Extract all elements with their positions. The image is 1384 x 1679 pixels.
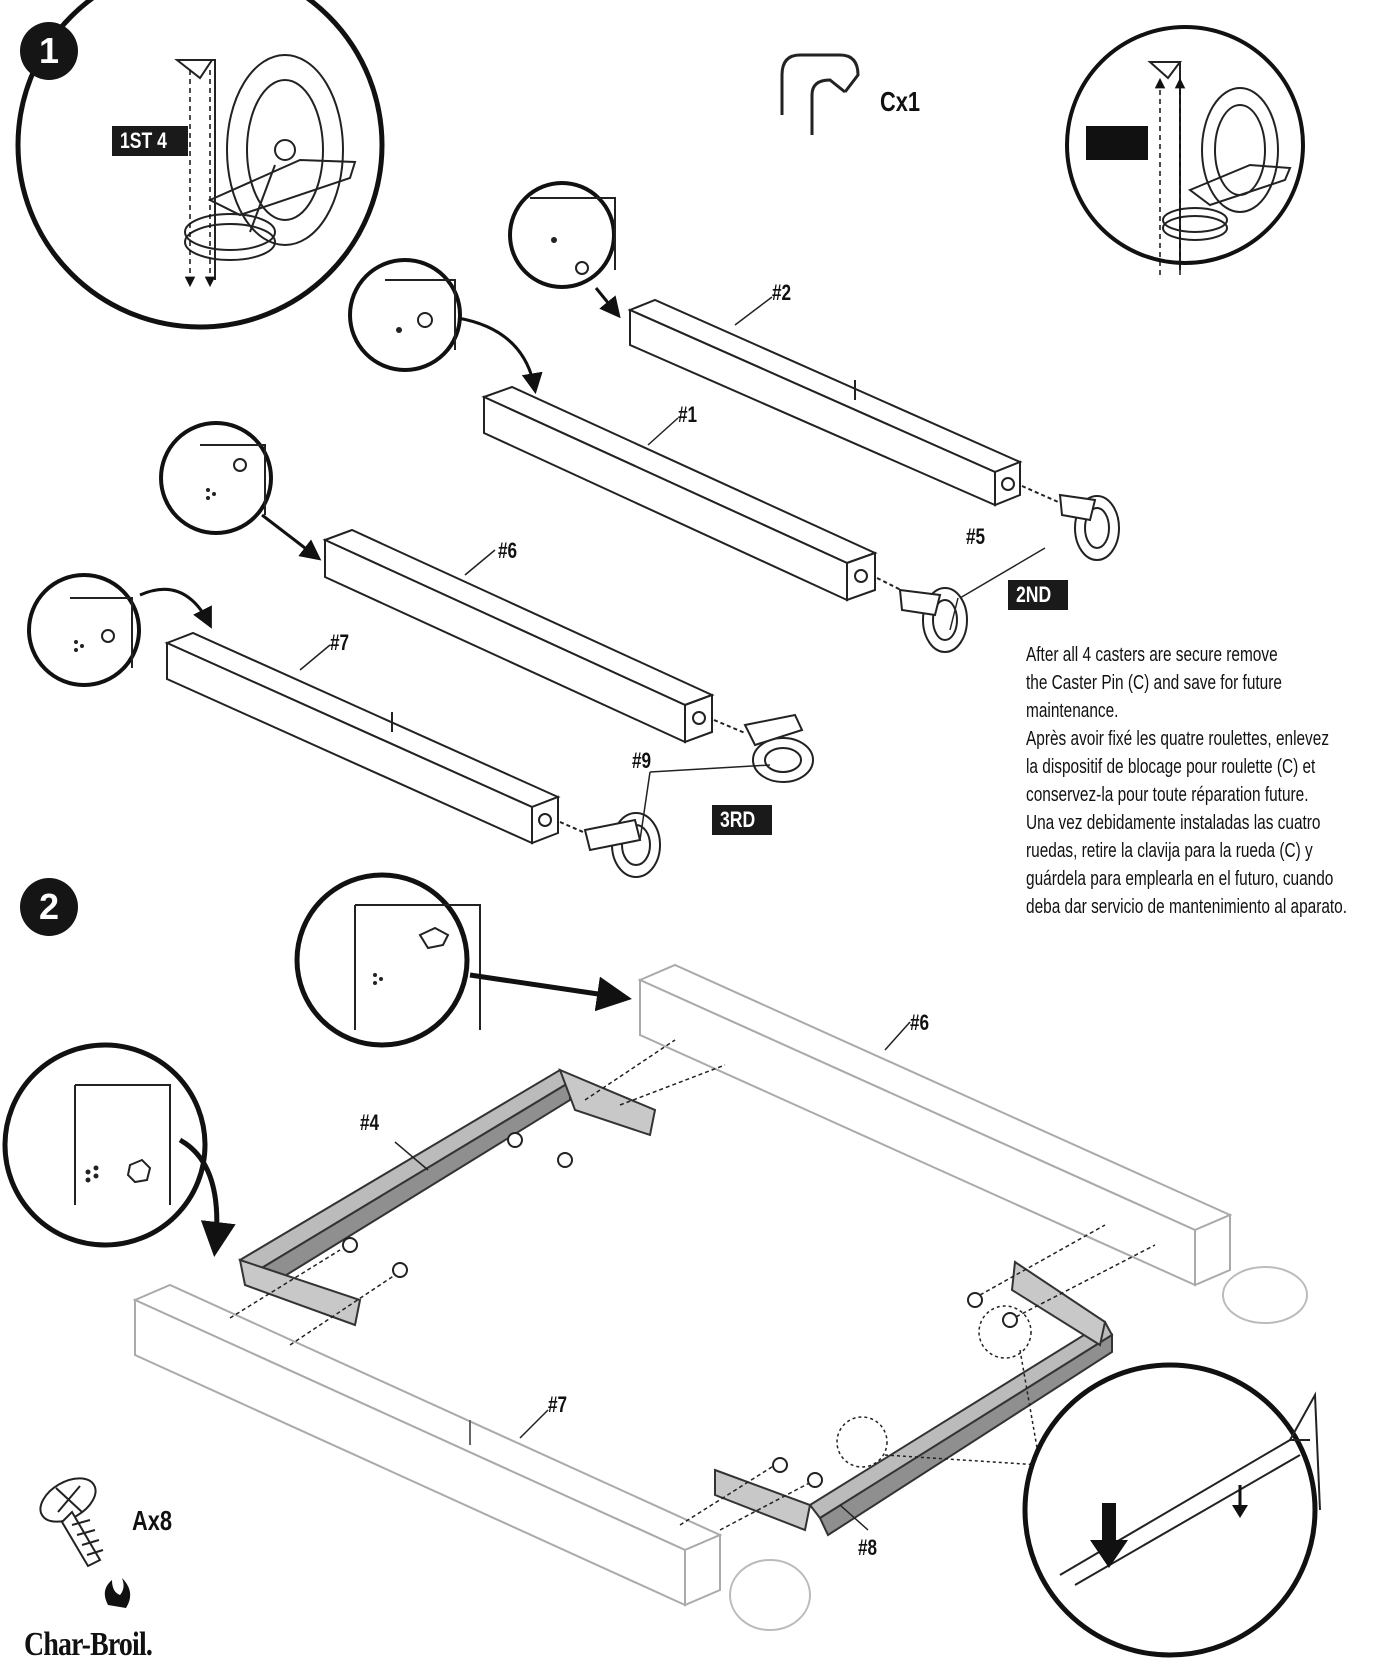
caster-pin-instructions: After all 4 casters are secure remove th… (1026, 641, 1365, 921)
frame-leg-7 (132, 1283, 811, 1631)
caster-1 (1021, 485, 1120, 561)
instruction-es-1: Una vez debidamente instaladas las cuatr… (1026, 812, 1321, 834)
third-tag: 3RD (712, 805, 773, 835)
step2-detail-top (294, 872, 632, 1048)
bracket-8 (714, 1260, 1114, 1537)
instruction-en-3: maintenance. (1026, 700, 1119, 722)
caster-detail-left (15, 0, 385, 330)
step2-part-label-7: #7 (548, 1392, 568, 1417)
screw-label: Ax8 (132, 1505, 173, 1536)
instruction-es-2: ruedas, retire la clavija para la rueda … (1026, 840, 1313, 862)
caster-pin-icon (780, 53, 860, 135)
leg-end-detail-7 (27, 573, 212, 687)
leg-1 (481, 385, 878, 602)
part-label-9: #9 (632, 748, 652, 773)
part-label-1: #1 (678, 402, 698, 427)
step-1-badge: 1 (20, 22, 78, 80)
leg-end-detail-2 (508, 181, 621, 319)
step2-detail-left (2, 1042, 236, 1257)
first-tag: 1ST 4 (112, 126, 188, 156)
instruction-fr-3: conservez-la pour toute réparation futur… (1026, 784, 1309, 806)
instruction-fr-1: Après avoir fixé les quatre roulettes, e… (1026, 728, 1330, 750)
leg-6 (322, 528, 715, 744)
step2-part-label-6: #6 (910, 1010, 930, 1035)
instruction-en-1: After all 4 casters are secure remove (1026, 644, 1278, 666)
caster-pin-label: Cx1 (880, 86, 921, 117)
step2-part-label-4: #4 (360, 1110, 380, 1135)
assembly-screws (342, 1132, 1018, 1488)
second-tag: 2ND (1008, 580, 1069, 610)
step2-detail-bottom-right (1022, 1362, 1321, 1658)
leg-end-detail-1 (348, 258, 543, 395)
instruction-fr-2: la dispositif de blocage pour roulette (… (1026, 756, 1316, 778)
part-label-6: #6 (498, 538, 518, 563)
caster-3 (713, 713, 814, 783)
instruction-en-2: the Caster Pin (C) and save for future (1026, 672, 1282, 694)
screw-icon (39, 1477, 104, 1568)
bracket-4 (238, 1068, 657, 1327)
part-label-2: #2 (772, 280, 792, 305)
step-2-badge: 2 (20, 878, 78, 936)
leg-end-detail-6 (159, 421, 322, 561)
part-label-7: #7 (330, 630, 350, 655)
leg-7 (164, 631, 561, 845)
instruction-es-3: guárdela para emplearla en el futuro, cu… (1026, 868, 1334, 890)
brand-logo: Char-Broil. (24, 1626, 153, 1663)
part-label-5: #5 (966, 524, 986, 549)
flame-icon (104, 1578, 131, 1608)
caster-detail-right (1065, 25, 1305, 275)
frame-leg-6 (637, 963, 1308, 1324)
caster-4 (559, 812, 661, 878)
instruction-es-4: deba dar servicio de mantenimiento al ap… (1026, 896, 1348, 918)
leg-2 (627, 298, 1023, 507)
step2-part-label-8: #8 (858, 1535, 878, 1560)
